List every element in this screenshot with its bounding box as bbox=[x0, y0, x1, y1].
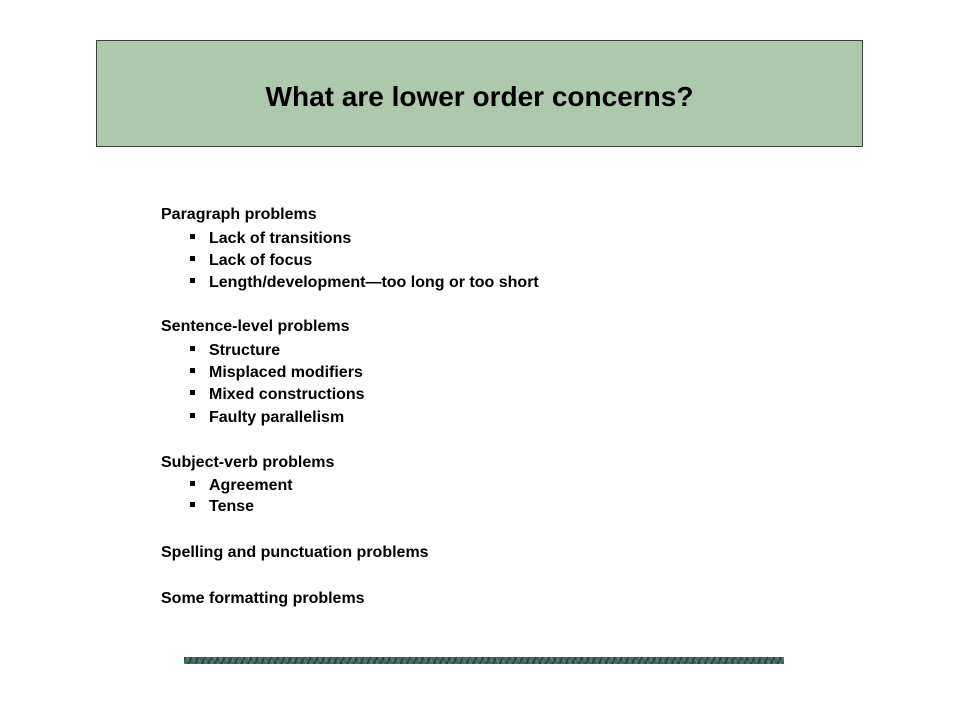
section-heading-subject-verb: Subject-verb problems bbox=[161, 454, 335, 471]
section-heading-formatting: Some formatting problems bbox=[161, 590, 365, 607]
square-bullet-icon bbox=[190, 502, 195, 508]
list-item-text: Length/development—too long or too short bbox=[209, 274, 539, 291]
section-heading-sentence: Sentence-level problems bbox=[161, 318, 350, 335]
slide-title: What are lower order concerns? bbox=[265, 80, 694, 112]
section-heading-spelling: Spelling and punctuation problems bbox=[161, 544, 429, 561]
list-item: Length/development—too long or too short bbox=[190, 273, 539, 293]
list-item-text: Faulty parallelism bbox=[209, 409, 345, 426]
list-item: Structure bbox=[190, 341, 280, 361]
list-item: Lack of focus bbox=[190, 251, 312, 271]
square-bullet-icon bbox=[190, 368, 195, 374]
square-bullet-icon bbox=[190, 278, 195, 284]
list-item: Agreement bbox=[190, 476, 293, 496]
list-item-text: Structure bbox=[209, 342, 281, 359]
square-bullet-icon bbox=[190, 256, 195, 262]
list-item: Mixed constructions bbox=[190, 385, 365, 405]
square-bullet-icon bbox=[190, 234, 195, 240]
list-item: Faulty parallelism bbox=[190, 408, 344, 428]
list-item-text: Lack of transitions bbox=[209, 230, 352, 247]
list-item: Misplaced modifiers bbox=[190, 363, 363, 383]
list-item: Tense bbox=[190, 497, 254, 517]
list-item-text: Mixed constructions bbox=[209, 386, 365, 403]
section-heading-paragraph: Paragraph problems bbox=[161, 206, 317, 223]
square-bullet-icon bbox=[190, 390, 195, 396]
list-item-text: Tense bbox=[209, 498, 255, 515]
square-bullet-icon bbox=[190, 481, 195, 487]
title-box: What are lower order concerns? bbox=[96, 40, 863, 147]
list-item-text: Lack of focus bbox=[209, 252, 313, 269]
list-item: Lack of transitions bbox=[190, 229, 351, 249]
square-bullet-icon bbox=[190, 346, 195, 352]
decorative-footer-bar bbox=[184, 657, 784, 664]
square-bullet-icon bbox=[190, 413, 195, 419]
list-item-text: Agreement bbox=[209, 477, 293, 494]
list-item-text: Misplaced modifiers bbox=[209, 364, 363, 381]
